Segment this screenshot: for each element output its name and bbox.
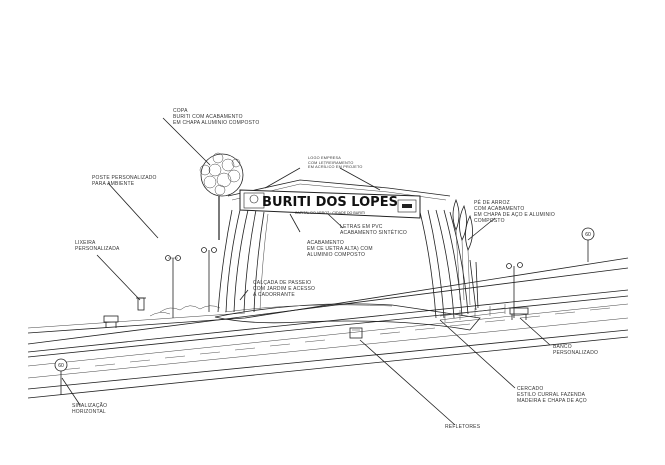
label-calcada: CALÇADA DE PASSEIO COM JARDIM E ACESSO A… xyxy=(253,280,316,298)
road-sign-right xyxy=(581,227,595,262)
lane-marking xyxy=(59,307,611,371)
reflector xyxy=(349,327,363,339)
label-cercado: CERCADO ESTILO CURRAL FAZENDA MADEIRA E … xyxy=(517,386,587,404)
road-sign-right-value: 60 xyxy=(585,232,591,238)
arch-base xyxy=(214,303,481,331)
road-lines xyxy=(27,257,629,399)
label-pe-arroz: PÉ DE ARROZ COM ACABAMENTO EM CHAPA DE A… xyxy=(474,200,555,224)
label-refletores: REFLETORES xyxy=(445,424,481,430)
arch-sign-panel xyxy=(239,189,421,219)
street-lamp-right xyxy=(506,262,523,318)
fence xyxy=(439,304,506,322)
sign-subtitle: CAPITAL DO ARROZ · CIDADE DO BURITI xyxy=(295,211,365,215)
label-banco: BANCO PERSONALIZADO xyxy=(553,344,599,356)
road-sign-left xyxy=(54,358,68,395)
rice-plant xyxy=(452,198,479,311)
road-sign-left-value: 60 xyxy=(58,363,64,369)
arch-right-leg xyxy=(419,209,469,319)
label-acabamento: ACABAMENTO EM CE UETRA ALTA) COM ALUMINI… xyxy=(307,240,373,258)
label-copa: COPA BURITI COM ACABAMENTO EM CHAPA ALUM… xyxy=(173,108,260,126)
leader-lines xyxy=(61,117,551,426)
trash-bin xyxy=(136,297,146,311)
label-lixeira: LIXEIRA PERSONALIZADA xyxy=(75,240,120,252)
buriti-crown xyxy=(199,152,244,240)
label-logo: LOGO EMPRESA COM LETREIRAMENTO EM ACRÍLI… xyxy=(308,156,363,170)
bench-right xyxy=(509,307,529,320)
label-sinalizacao: SINALIZAÇÃO HORIZONTAL xyxy=(72,403,108,415)
garden xyxy=(149,305,221,317)
label-poste: POSTE PERSONALIZADO PARA AMBIENTE xyxy=(92,175,157,187)
label-letras: LETRAS EM PVC ACABAMENTO SINTÉTICO xyxy=(340,224,407,236)
bench-left xyxy=(103,315,119,328)
street-lamp-mid xyxy=(201,247,217,312)
arch-left-leg xyxy=(217,209,269,313)
sign-title: BURITI DOS LOPES xyxy=(262,195,398,210)
